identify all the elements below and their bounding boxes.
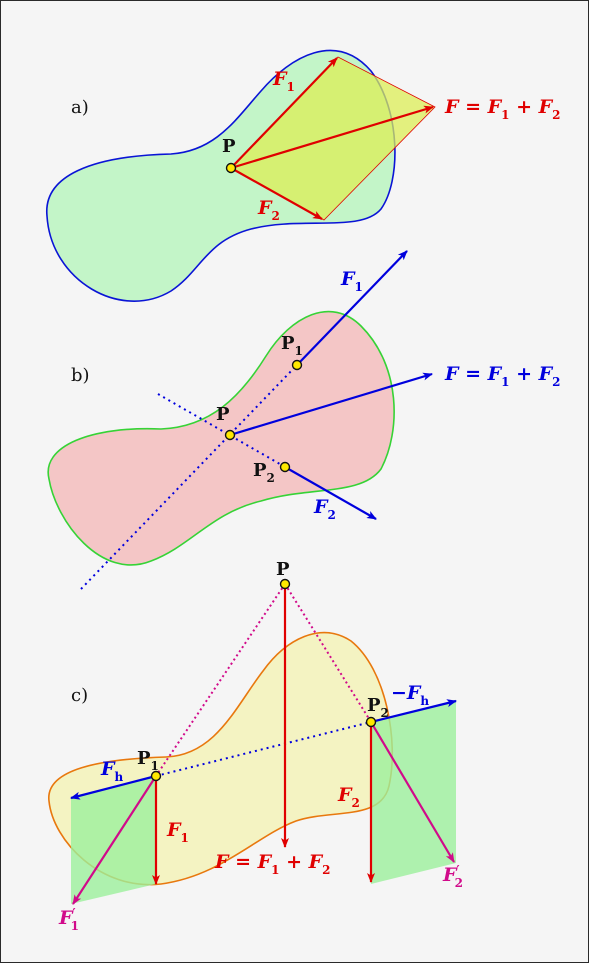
panel-c: c) P P1 P2 Fh −Fh F1 F2 F = F1 + F2 F′1 …: [48, 559, 463, 933]
resultant-label-b: F = F1 + F2: [444, 363, 561, 389]
f2-arrow-a: [230, 167, 323, 220]
panel-a-label: a): [71, 97, 89, 118]
point-p-b: [224, 429, 236, 441]
f2-label-b: F2: [313, 496, 336, 522]
resultant-arrow-a: [230, 105, 434, 170]
rigid-body-b: [47, 310, 395, 566]
panel-b: b) P P1 P2 F1 F2 F = F1 + F2: [47, 250, 561, 590]
f1-arrow-b: [296, 250, 408, 366]
panel-b-label: b): [71, 365, 90, 386]
line-of-action-f2: [157, 393, 286, 468]
point-p2-c-label: P2: [367, 695, 389, 720]
point-p1-b: [291, 359, 303, 371]
resultant-label-c: F = F1 + F2: [214, 851, 331, 877]
f2-prime-label: F′2: [442, 863, 463, 890]
f1-label-a: F1: [272, 68, 295, 94]
neg-fh-arrow: [370, 699, 457, 724]
point-p1-c: [150, 770, 162, 782]
point-p1-c-label: P1: [137, 748, 159, 773]
line-of-action-f1: [80, 365, 297, 590]
f2-label-c: F2: [337, 784, 360, 810]
panel-c-label: c): [71, 685, 88, 706]
panel-a: a) P F1 F2 F = F1 + F2: [46, 49, 561, 302]
point-p2-c: [365, 716, 377, 728]
neg-fh-label: −Fh: [391, 682, 429, 708]
construction-line-p-p2: [284, 583, 372, 723]
point-p-b-label: P: [216, 404, 230, 425]
point-p-a: [225, 162, 237, 174]
construction-line-p-p1: [155, 583, 286, 777]
resultant-label-a: F = F1 + F2: [444, 96, 561, 122]
point-p2-b: [279, 461, 291, 473]
f2-label-a: F2: [257, 197, 280, 223]
f2-arrow-b: [284, 466, 377, 520]
f1-label-b: F1: [340, 268, 363, 294]
f1-prime-arrow: [72, 775, 157, 905]
resultant-arrow-b: [229, 372, 433, 437]
f2-prime-arrow: [370, 721, 455, 863]
f1-arrow-a: [230, 57, 338, 169]
f1-prime-label: F′1: [58, 906, 79, 933]
fh-label: Fh: [100, 758, 124, 784]
point-p-a-label: P: [222, 136, 236, 157]
f1-label-c: F1: [166, 819, 189, 845]
point-p-c: [279, 578, 291, 590]
point-p1-b-label: P1: [281, 333, 303, 358]
point-p-c-label: P: [276, 559, 290, 580]
fh-arrow: [70, 774, 157, 800]
line-p1-p2: [155, 721, 372, 777]
point-p2-b-label: P2: [253, 460, 275, 485]
